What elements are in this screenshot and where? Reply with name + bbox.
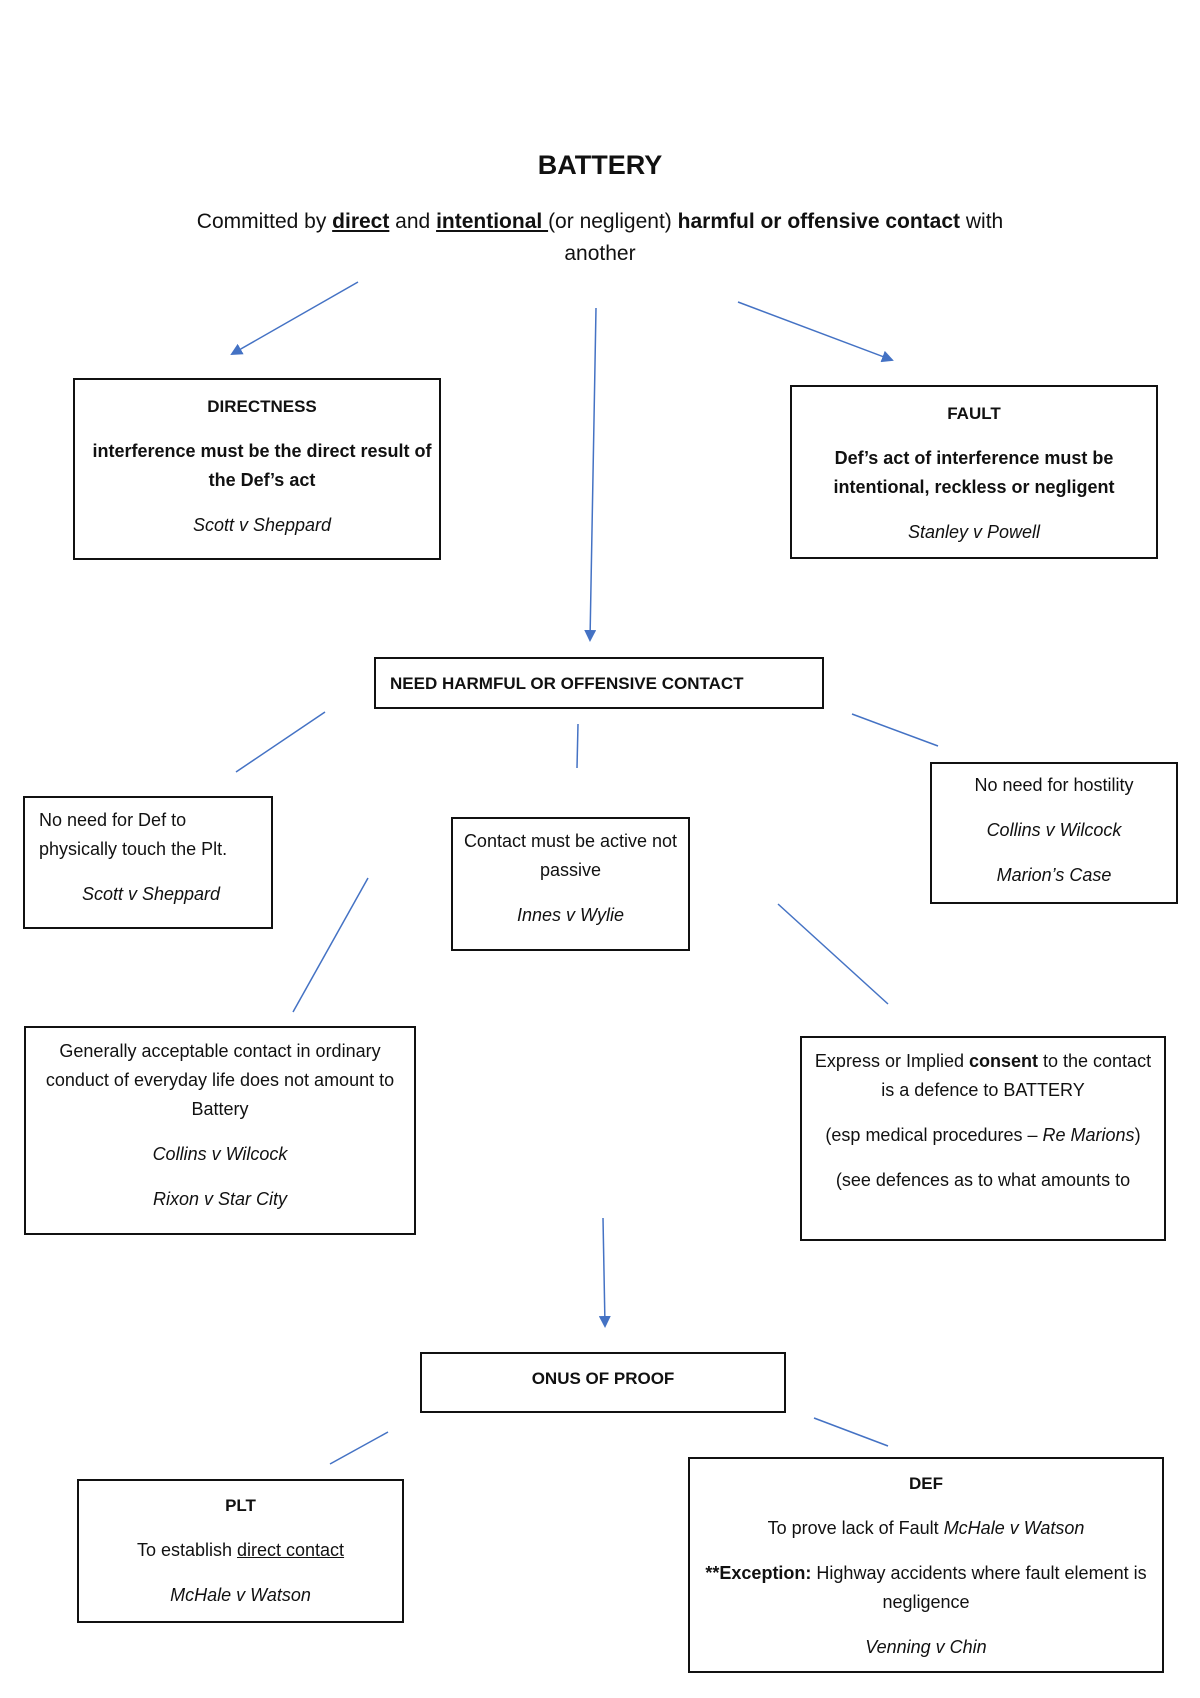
definition-part: with another bbox=[564, 210, 1004, 265]
consent-box: Express or Implied consent to the contac… bbox=[800, 1036, 1166, 1241]
active-text: Contact must be active not passive bbox=[463, 831, 678, 880]
plt-part: To establish bbox=[136, 1540, 237, 1560]
arrow-to-contact bbox=[584, 307, 597, 642]
consent-part: ) bbox=[1134, 1125, 1141, 1145]
line-to-active bbox=[576, 723, 579, 769]
consent-see-defences: (see defences as to what amounts to bbox=[835, 1170, 1131, 1190]
plt-text: To establish direct contact bbox=[87, 1536, 394, 1565]
directness-box: DIRECTNESS interference must be the dire… bbox=[73, 378, 441, 560]
def-heading: DEF bbox=[909, 1474, 943, 1493]
fault-box: FAULT Def’s act of interference must be … bbox=[790, 385, 1158, 559]
def-exception-label: Exception: bbox=[719, 1563, 812, 1583]
touch-box: No need for Def to physically touch the … bbox=[23, 796, 273, 929]
onus-box: ONUS OF PROOF bbox=[420, 1352, 786, 1413]
touch-case: Scott v Sheppard bbox=[81, 884, 221, 904]
fault-text: Def’s act of interference must be intent… bbox=[833, 448, 1115, 497]
consent-part: Express or Implied bbox=[814, 1051, 969, 1071]
arrow-to-directness bbox=[230, 281, 359, 355]
acceptable-case-2: Rixon v Star City bbox=[152, 1189, 288, 1209]
fault-heading: FAULT bbox=[947, 404, 1001, 423]
consent-medical: (esp medical procedures – Re Marions) bbox=[810, 1121, 1156, 1150]
line-to-touch bbox=[235, 711, 326, 773]
def-case-inline: McHale v Watson bbox=[943, 1518, 1085, 1538]
line-to-def bbox=[813, 1417, 889, 1447]
directness-heading: DIRECTNESS bbox=[207, 397, 317, 416]
definition-harmful-contact: harmful or offensive contact bbox=[677, 210, 961, 233]
def-exception-text: Highway accidents where fault element is… bbox=[811, 1563, 1147, 1612]
acceptable-contact-box: Generally acceptable contact in ordinary… bbox=[24, 1026, 416, 1235]
hostility-case-1: Collins v Wilcock bbox=[986, 820, 1122, 840]
plt-direct-contact: direct contact bbox=[237, 1540, 345, 1560]
def-box: DEF To prove lack of Fault McHale v Wats… bbox=[688, 1457, 1164, 1673]
definition-part: Committed by bbox=[196, 210, 333, 233]
definition-direct: direct bbox=[332, 210, 390, 233]
consent-part: (esp medical procedures – bbox=[825, 1125, 1043, 1145]
onus-heading: ONUS OF PROOF bbox=[531, 1369, 675, 1388]
consent-text: Express or Implied consent to the contac… bbox=[810, 1047, 1156, 1105]
touch-text: No need for Def to physically touch the … bbox=[39, 810, 228, 859]
def-exception-star: ** bbox=[705, 1563, 720, 1583]
line-to-plt bbox=[329, 1431, 389, 1465]
fault-case: Stanley v Powell bbox=[907, 522, 1041, 542]
page-title: BATTERY bbox=[537, 150, 663, 180]
definition-intentional: intentional bbox=[436, 210, 549, 233]
contact-box: NEED HARMFUL OR OFFENSIVE CONTACT bbox=[374, 657, 824, 709]
directness-case: Scott v Sheppard bbox=[192, 515, 332, 535]
plt-heading: PLT bbox=[225, 1496, 256, 1515]
consent-bold: consent bbox=[968, 1051, 1038, 1071]
plt-box: PLT To establish direct contact McHale v… bbox=[77, 1479, 404, 1623]
plt-case: McHale v Watson bbox=[170, 1585, 311, 1605]
hostility-box: No need for hostility Collins v Wilcock … bbox=[930, 762, 1178, 904]
consent-case: Re Marions bbox=[1042, 1125, 1135, 1145]
contact-heading: NEED HARMFUL OR OFFENSIVE CONTACT bbox=[390, 674, 744, 693]
definition-part: (or negligent) bbox=[548, 210, 678, 233]
arrow-to-onus bbox=[598, 1217, 611, 1328]
def-case: Venning v Chin bbox=[865, 1637, 987, 1657]
consent-part: to the contact is a defence to BATTERY bbox=[881, 1051, 1152, 1100]
def-text: To prove lack of Fault McHale v Watson bbox=[700, 1514, 1152, 1543]
definition-part: and bbox=[389, 210, 437, 233]
line-to-acceptable bbox=[292, 877, 369, 1013]
arrow-to-fault bbox=[737, 301, 894, 363]
active-box: Contact must be active not passive Innes… bbox=[451, 817, 690, 951]
def-exception: **Exception: Highway accidents where fau… bbox=[700, 1559, 1152, 1617]
line-to-consent bbox=[777, 903, 889, 1005]
def-part: To prove lack of Fault bbox=[767, 1518, 944, 1538]
acceptable-text: Generally acceptable contact in ordinary… bbox=[45, 1041, 395, 1119]
definition-text: Committed by direct and intentional (or … bbox=[170, 206, 1030, 270]
hostility-case-2: Marion’s Case bbox=[996, 865, 1112, 885]
acceptable-case-1: Collins v Wilcock bbox=[152, 1144, 288, 1164]
directness-text: interference must be the direct result o… bbox=[92, 441, 432, 490]
hostility-text: No need for hostility bbox=[974, 775, 1134, 795]
line-to-hostility bbox=[851, 713, 939, 747]
active-case: Innes v Wylie bbox=[516, 905, 625, 925]
